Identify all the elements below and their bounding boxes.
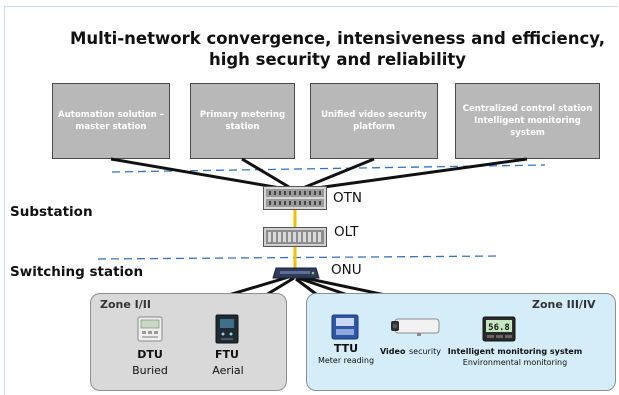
dtu-label: DTU: [137, 348, 163, 361]
dashed-separator-bottom: [97, 255, 501, 260]
otn-device-icon: [263, 186, 327, 210]
frame-top-border: [4, 6, 618, 7]
dtu-sublabel: Buried: [132, 364, 168, 377]
camera-icon: [391, 318, 440, 336]
intelligent-monitor-icon: 56.8: [482, 316, 516, 342]
onu-device-icon: [272, 267, 320, 279]
diagram-title: Multi-network convergence, intensiveness…: [69, 29, 606, 69]
zone-i-ii-panel: [90, 293, 287, 391]
ttu-device-icon: [331, 314, 359, 340]
link-video-otn: [297, 157, 375, 192]
system-box-automation: Automation solution – master station: [52, 83, 170, 159]
switching-station-label: Switching station: [10, 264, 144, 280]
link-automation-otn: [110, 157, 293, 192]
frame-left-border: [4, 6, 5, 395]
monitor-display-value: 56.8: [488, 323, 510, 333]
zone-i-ii-title: Zone I/II: [100, 298, 151, 311]
olt-device-icon: [263, 227, 327, 247]
ftu-label: FTU: [215, 348, 239, 361]
ftu-sublabel: Aerial: [212, 364, 244, 377]
zone-iii-iv-title: Zone III/IV: [532, 298, 596, 311]
video-label-bold: Video: [380, 347, 406, 356]
system-box-control: Centralized control station Intelligent …: [455, 83, 600, 159]
ftu-device-icon: [215, 314, 239, 344]
link-metering-otn: [241, 157, 295, 192]
ttu-label: TTU: [333, 342, 359, 355]
substation-label: Substation: [10, 204, 93, 220]
ttu-sublabel: Meter reading: [317, 356, 375, 365]
otn-label: OTN: [333, 190, 362, 206]
olt-label: OLT: [334, 224, 359, 240]
link-control-otn: [301, 157, 528, 192]
ims-sublabel: Environmental monitoring: [462, 358, 568, 367]
system-box-video: Unified video security platform: [310, 83, 438, 159]
video-label-rest: security: [409, 347, 441, 356]
zone-iii-iv-panel: [306, 293, 616, 391]
system-box-metering: Primary metering station: [190, 83, 295, 159]
ims-label: Intelligent monitoring system: [447, 347, 583, 356]
dtu-device-icon: [137, 316, 163, 342]
onu-label: ONU: [331, 262, 362, 278]
